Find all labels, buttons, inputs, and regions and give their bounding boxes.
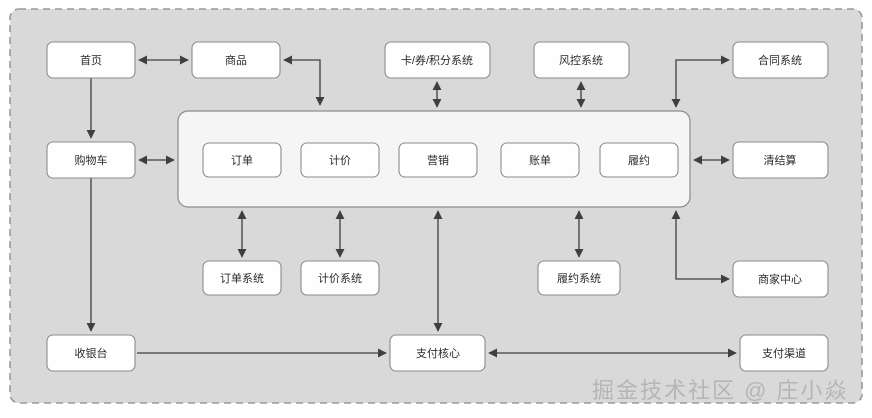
edge-goods-tradecenter bbox=[283, 55, 325, 106]
node-pricing-box[interactable] bbox=[300, 142, 380, 178]
node-merchant-center-box[interactable] bbox=[732, 260, 829, 298]
node-pricing-system-label: 计价系统 bbox=[318, 272, 362, 285]
node-bill-box[interactable] bbox=[500, 142, 580, 178]
node-risk-system[interactable]: 风控系统 bbox=[533, 41, 630, 79]
node-fulfilment-box[interactable] bbox=[599, 142, 679, 178]
node-cashier-box[interactable] bbox=[46, 334, 136, 372]
node-payment-channel-label: 支付渠道 bbox=[762, 346, 806, 360]
node-fulfilment-system-label: 履约系统 bbox=[557, 272, 601, 285]
node-marketing-box[interactable] bbox=[398, 142, 478, 178]
node-bill-label: 账单 bbox=[529, 154, 551, 167]
node-fulfilment-system-box[interactable] bbox=[537, 260, 621, 296]
node-order-system[interactable]: 订单系统 bbox=[202, 260, 282, 296]
node-settlement-label: 清结算 bbox=[764, 153, 797, 167]
node-coupon-system-label: 卡/券/积分系统 bbox=[401, 53, 473, 67]
node-pricing-label: 计价 bbox=[329, 154, 351, 167]
node-cart-box[interactable] bbox=[46, 141, 136, 179]
node-home-box[interactable] bbox=[46, 41, 136, 79]
node-cart-label: 购物车 bbox=[75, 153, 108, 167]
node-order-box[interactable] bbox=[202, 142, 282, 178]
node-payment-core-box[interactable] bbox=[389, 334, 486, 372]
node-contract-system-label: 合同系统 bbox=[758, 53, 802, 67]
edge-tradecenter-merchant bbox=[671, 210, 730, 284]
node-payment-core[interactable]: 支付核心 bbox=[389, 334, 486, 372]
node-contract-system-box[interactable] bbox=[732, 41, 829, 79]
node-bill[interactable]: 账单 bbox=[500, 142, 580, 178]
node-order-label: 订单 bbox=[231, 154, 253, 167]
node-home[interactable]: 首页 bbox=[46, 41, 136, 79]
node-marketing-label: 营销 bbox=[427, 153, 449, 167]
node-contract-system[interactable]: 合同系统 bbox=[732, 41, 829, 79]
node-marketing[interactable]: 营销 bbox=[398, 142, 478, 178]
node-settlement-box[interactable] bbox=[732, 141, 829, 179]
node-fulfilment-label: 履约 bbox=[628, 154, 650, 167]
node-payment-core-label: 支付核心 bbox=[416, 346, 460, 360]
watermark-text: 掘金技术社区 @ 庄小焱 bbox=[592, 378, 849, 403]
node-order-system-box[interactable] bbox=[202, 260, 282, 296]
node-settlement[interactable]: 清结算 bbox=[732, 141, 829, 179]
node-goods[interactable]: 商品 bbox=[191, 41, 281, 79]
node-goods-box[interactable] bbox=[191, 41, 281, 79]
node-merchant-center-label: 商家中心 bbox=[758, 272, 802, 286]
node-fulfilment-system[interactable]: 履约系统 bbox=[537, 260, 621, 296]
node-merchant-center[interactable]: 商家中心 bbox=[732, 260, 829, 298]
node-payment-channel[interactable]: 支付渠道 bbox=[739, 334, 829, 372]
edge-tradecenter-contract bbox=[671, 55, 730, 108]
node-payment-channel-box[interactable] bbox=[739, 334, 829, 372]
node-pricing[interactable]: 计价 bbox=[300, 142, 380, 178]
node-fulfilment[interactable]: 履约 bbox=[599, 142, 679, 178]
node-cashier[interactable]: 收银台 bbox=[46, 334, 136, 372]
node-pricing-system-box[interactable] bbox=[300, 260, 380, 296]
node-home-label: 首页 bbox=[80, 53, 102, 67]
node-coupon-system[interactable]: 卡/券/积分系统 bbox=[384, 41, 491, 79]
node-pricing-system[interactable]: 计价系统 bbox=[300, 260, 380, 296]
node-coupon-system-box[interactable] bbox=[384, 41, 491, 79]
node-order-system-label: 订单系统 bbox=[220, 272, 264, 285]
node-cashier-label: 收银台 bbox=[75, 346, 108, 360]
node-order[interactable]: 订单 bbox=[202, 142, 282, 178]
node-risk-system-box[interactable] bbox=[533, 41, 630, 79]
node-risk-system-label: 风控系统 bbox=[559, 53, 603, 67]
edge-layer bbox=[86, 55, 737, 358]
node-cart[interactable]: 购物车 bbox=[46, 141, 136, 179]
node-goods-label: 商品 bbox=[225, 53, 247, 67]
node-layer: 首页 商品 卡/券/积分系统 风控系统 合同系统 购物车 bbox=[46, 41, 829, 372]
